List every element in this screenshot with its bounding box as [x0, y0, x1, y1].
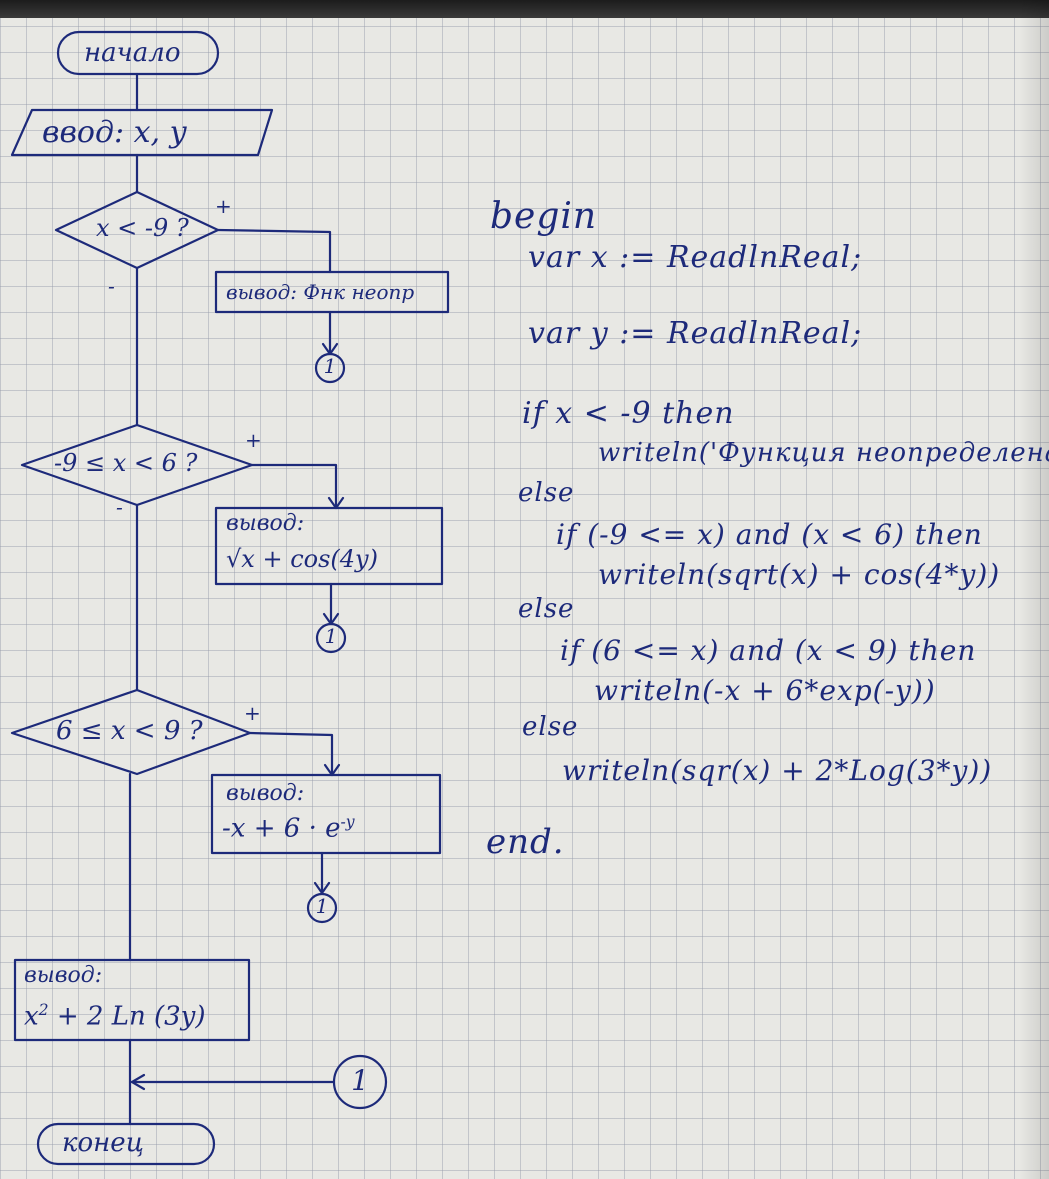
out3-expression-base: -x + 6 · e: [222, 813, 341, 844]
flow-line-cond1-yes: [216, 228, 332, 274]
cond2-label: -9 ≤ x < 6 ?: [54, 449, 198, 477]
cond2-yes-mark: +: [245, 428, 262, 452]
out4-caption: вывод:: [24, 963, 103, 988]
out4-expression: x2 + 2 Ln (3y): [24, 1002, 206, 1031]
code-line-writeln-1: writeln('Функция неопределена: [598, 438, 1049, 468]
code-line-writeln-3: writeln(-x + 6*exp(-y)): [594, 674, 936, 707]
code-line-begin: begin: [490, 196, 598, 237]
out4-box: [13, 958, 251, 1042]
flow-line-cond3-yes: [248, 731, 334, 777]
flow-line-cond2-yes: [250, 463, 338, 510]
start-label: начало: [84, 38, 181, 68]
code-line-var-y: var y := ReadlnReal;: [528, 316, 863, 351]
out2-expression: √x + cos(4y): [226, 545, 378, 573]
input-parallelogram: [10, 108, 274, 157]
out4-expression-rest: + 2 Ln (3y): [48, 1001, 206, 1032]
end-terminator: [36, 1122, 216, 1166]
cond1-yes-mark: +: [215, 194, 232, 218]
out3-expression-exponent: -y: [340, 813, 355, 831]
cond1-no-mark: -: [108, 274, 115, 298]
out4-expression-exponent: 2: [38, 1001, 49, 1019]
conn3-number: 1: [315, 894, 329, 918]
out2-box: [214, 506, 444, 586]
out4-expression-base: x: [24, 1001, 39, 1032]
conn1-circle: [314, 352, 346, 384]
out3-box: [210, 773, 442, 855]
code-line-if-2: if (-9 <= x) and (x < 6) then: [556, 518, 983, 551]
code-line-writeln-4: writeln(sqr(x) + 2*Log(3*y)): [562, 754, 993, 787]
conn3-circle: [306, 892, 338, 924]
conn4-number: 1: [351, 1064, 369, 1097]
cond2-no-mark: -: [116, 495, 123, 519]
input-label: ввод: x, y: [42, 115, 187, 150]
end-label: конец: [62, 1128, 144, 1158]
cond3-label: 6 ≤ x < 9 ?: [56, 716, 203, 746]
conn2-number: 1: [324, 624, 338, 648]
out2-caption: вывод:: [226, 511, 305, 536]
conn1-number: 1: [323, 354, 337, 378]
page-shadow: [1019, 0, 1049, 1179]
notebook-edge: [0, 0, 1049, 18]
code-line-var-x: var x := ReadlnReal;: [528, 240, 863, 275]
cond1-label: x < -9 ?: [96, 214, 189, 242]
code-line-else-2: else: [518, 594, 575, 624]
code-line-else-1: else: [518, 478, 575, 508]
conn2-circle: [315, 622, 347, 654]
code-line-if-3: if (6 <= x) and (x < 9) then: [560, 634, 977, 667]
out1-label: вывод: Фнк неопр: [226, 280, 415, 304]
code-line-else-3: else: [522, 712, 579, 742]
code-line-end: end.: [486, 822, 565, 862]
code-line-writeln-2: writeln(sqrt(x) + cos(4*y)): [598, 558, 1001, 591]
arrow-conn4-join: [130, 1073, 146, 1091]
cond3-diamond: [10, 688, 252, 776]
out3-expression: -x + 6 · e-y: [222, 814, 355, 843]
out3-caption: вывод:: [226, 781, 305, 806]
code-line-if-1: if x < -9 then: [522, 396, 735, 431]
cond3-yes-mark: +: [244, 701, 261, 725]
out1-box: [214, 270, 450, 314]
